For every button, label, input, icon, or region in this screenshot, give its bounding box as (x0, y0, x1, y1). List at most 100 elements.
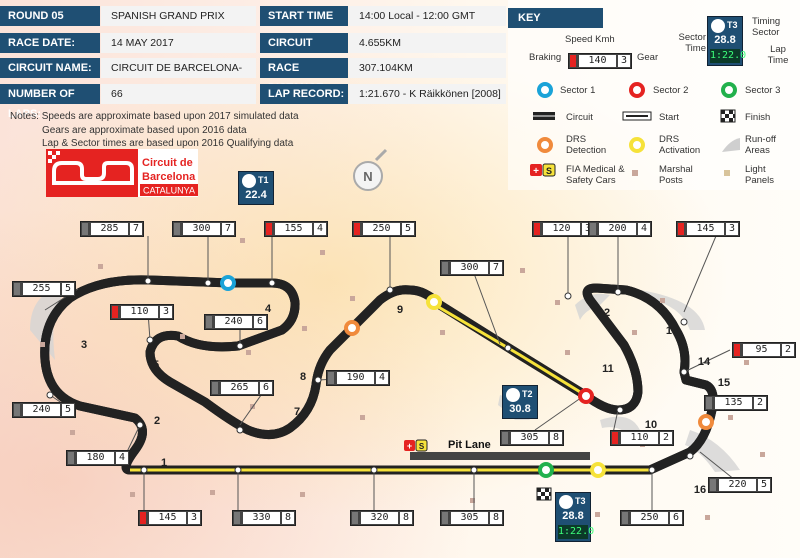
gear-value: 3 (160, 306, 172, 318)
corner-number: 4 (265, 303, 272, 315)
info-value: 1:21.670 - K Räikkönen [2008] (349, 84, 506, 104)
gear-value: 4 (116, 452, 128, 464)
speed-value: 180 (77, 452, 114, 464)
notes-prefix: Notes: (10, 111, 39, 122)
sector3-icon (721, 82, 737, 98)
note-line: Speeds are approximate based upon 2017 s… (41, 111, 299, 122)
speed-value: 240 (23, 404, 60, 416)
info-label: ROUND 05 (0, 6, 100, 26)
key-sector2: Sector 2 (653, 85, 689, 96)
corner-numbers: 1 2 3 4 5 6 7 8 9 10 11 12 13 14 15 16 (81, 303, 730, 496)
stopwatch-icon (559, 495, 573, 509)
svg-text:S: S (419, 442, 425, 451)
speed-value: 330 (243, 512, 280, 524)
gear-value: 4 (314, 223, 326, 235)
speed-value: 110 (121, 306, 158, 318)
gear-value: 6 (254, 316, 266, 328)
fia-icon: +S (404, 439, 428, 452)
gear-value: 2 (782, 344, 794, 356)
speed-value: 145 (687, 223, 724, 235)
key-sector3: Sector 3 (745, 85, 781, 96)
key-light: Light Panels (745, 164, 775, 186)
corner-number: 12 (598, 307, 610, 319)
logo-line3: CATALUNYA (143, 186, 195, 196)
corner-number: 2 (154, 415, 160, 427)
speed-value: 285 (91, 223, 128, 235)
marshal-posts (40, 232, 765, 520)
info-value: 14 MAY 2017 (101, 33, 256, 53)
speed-value: 300 (183, 223, 220, 235)
gear-value: 8 (490, 512, 502, 524)
sector1-icon (537, 82, 553, 98)
gear-value: 8 (550, 432, 562, 444)
info-value: 307.104KM (349, 58, 506, 78)
corner-number: 14 (698, 356, 711, 368)
corner-number: 6 (209, 403, 215, 415)
corner-number: 8 (300, 371, 306, 383)
drs-activation-marker (590, 462, 606, 478)
svg-text:S: S (546, 166, 552, 176)
gear-value: 4 (376, 372, 388, 384)
gear-value: 5 (402, 223, 414, 235)
key-timing-sector: Timing Sector (752, 16, 781, 38)
sector1-marker (220, 275, 236, 291)
notes: Notes: Speeds are approximate based upon… (10, 110, 299, 151)
key-fia: FIA Medical & Safety Cars (566, 164, 625, 186)
info-value: 66 (101, 84, 256, 104)
sector2-marker (578, 388, 594, 404)
speed-value: 155 (275, 223, 312, 235)
key-runoff: Run-off Areas (745, 134, 776, 156)
key-start: Start (659, 112, 680, 123)
key-lap-time: Lap Time (767, 44, 789, 66)
corner-number: 9 (397, 304, 403, 316)
finish-flag-icon (536, 487, 552, 501)
corner-number: 15 (718, 377, 730, 389)
gear-value: 8 (282, 512, 294, 524)
speed-value: 95 (743, 344, 780, 356)
speed-value: 200 (599, 223, 636, 235)
info-value: 14:00 Local - 12:00 GMT (349, 6, 506, 26)
gear-value: 5 (62, 283, 74, 295)
speed-value: 220 (719, 479, 756, 491)
sector2-icon (629, 82, 645, 98)
info-label: LAP RECORD: (260, 84, 348, 104)
speed-value: 250 (363, 223, 400, 235)
speed-value: 145 (149, 512, 186, 524)
speed-value: 120 (543, 223, 580, 235)
corner-number: 11 (602, 363, 614, 375)
corner-number: 16 (694, 484, 706, 496)
gear-value: 7 (130, 223, 142, 235)
gear-value: 3 (726, 223, 738, 235)
stopwatch-icon (242, 174, 256, 188)
speed-value: 320 (361, 512, 398, 524)
gear-value: 8 (400, 512, 412, 524)
corner-number: 10 (645, 419, 657, 431)
gear-value: 6 (260, 382, 272, 394)
pit-lane (410, 452, 590, 460)
speed-box: 1203 (532, 221, 596, 237)
speed-value: 300 (451, 262, 488, 274)
sector3-marker (538, 462, 554, 478)
speed-value: 135 (715, 397, 752, 409)
circuit-logo: Circuit de Barcelona CATALUNYA (46, 149, 198, 197)
speed-value: 265 (221, 382, 258, 394)
stopwatch-icon (711, 19, 725, 33)
gear-value: 2 (660, 432, 672, 444)
key-sector1: Sector 1 (560, 85, 596, 96)
finish-flag-icon (720, 109, 736, 123)
gear-value: 3 (188, 512, 200, 524)
